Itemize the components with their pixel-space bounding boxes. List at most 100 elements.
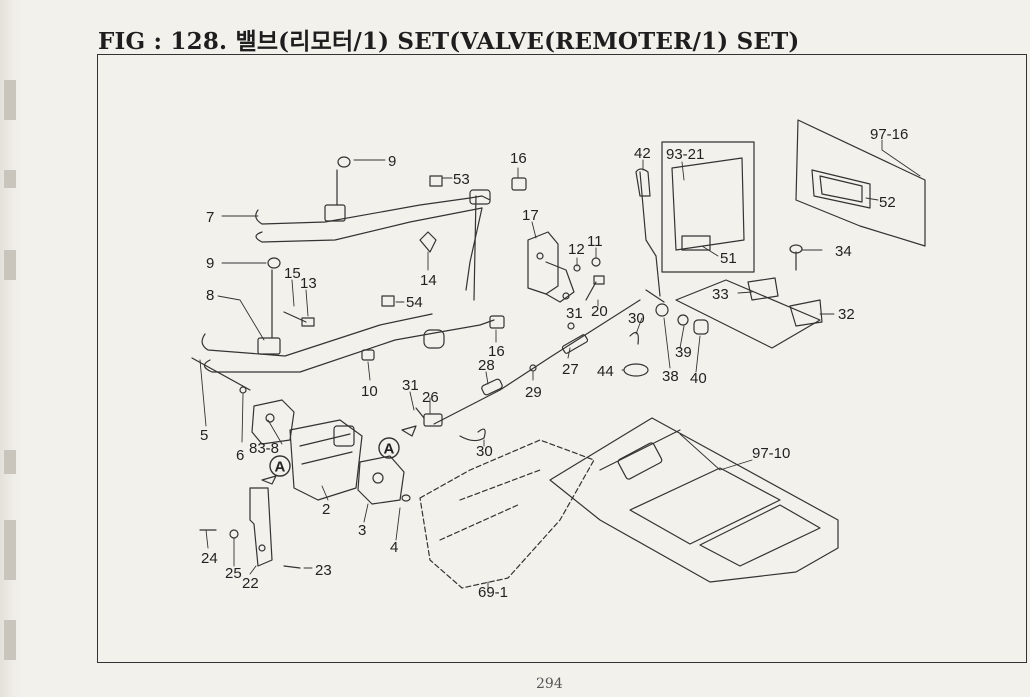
callout-51: 51 (720, 250, 737, 267)
panel-93-21 (661, 141, 755, 273)
callout-9-lower: 9 (206, 255, 214, 272)
bracket-33 (747, 277, 779, 301)
pipe-8 (201, 313, 495, 373)
callout-22: 22 (242, 575, 259, 592)
fitting-4 (401, 494, 411, 502)
callout-32: 32 (838, 306, 855, 323)
callout-31-lower: 31 (402, 377, 419, 394)
lever-22 (249, 487, 273, 567)
control-valve-2 (289, 419, 363, 501)
callout-17: 17 (522, 207, 539, 224)
callout-4: 4 (390, 539, 398, 556)
nut-11 (591, 257, 601, 267)
marker-a-right: A (378, 437, 400, 459)
pin-31-upper (567, 322, 575, 330)
callout-26: 26 (422, 389, 439, 406)
clamp-54 (381, 295, 395, 307)
clevis-26 (415, 407, 443, 427)
callout-53: 53 (453, 171, 470, 188)
callout-20: 20 (591, 303, 608, 320)
callout-52: 52 (879, 194, 896, 211)
callout-25: 25 (225, 565, 242, 582)
callout-30-upper: 30 (628, 310, 645, 327)
callout-10: 10 (361, 383, 378, 400)
page-number: 294 (536, 676, 563, 692)
callout-54: 54 (406, 294, 423, 311)
clamp-53 (429, 175, 443, 187)
callout-16-upper: 16 (510, 150, 527, 167)
reference-markers: A A (269, 437, 400, 477)
boot-44 (623, 363, 649, 377)
cable-rod-27 (433, 299, 641, 425)
floor-plate-97-10 (549, 417, 839, 583)
bolt-20 (585, 275, 605, 301)
callout-3: 3 (358, 522, 366, 539)
bracket-32 (789, 299, 823, 327)
callout-23: 23 (315, 562, 332, 579)
callout-44: 44 (597, 363, 614, 380)
callout-39: 39 (675, 344, 692, 361)
pipe-7 (255, 195, 491, 301)
callout-8: 8 (206, 287, 214, 304)
callout-29: 29 (525, 384, 542, 401)
callout-16-lower: 16 (488, 343, 505, 360)
cover-97-16 (795, 119, 926, 247)
clip-30-lower (459, 428, 486, 442)
pin-23 (283, 565, 301, 569)
page-title: FIG : 128. 밸브(리모터/1) SET(VALVE(REMOTER/1… (98, 28, 800, 55)
callout-5: 5 (200, 427, 208, 444)
bushing-38-39-40 (655, 303, 709, 335)
bolt-5 (191, 357, 251, 391)
bolt-34 (789, 244, 803, 271)
valve-block-3 (357, 455, 405, 505)
marker-a-right-label: A (384, 441, 395, 458)
callout-15: 15 (284, 265, 301, 282)
callout-27: 27 (562, 361, 579, 378)
diagram-frame (97, 54, 1027, 663)
transmission-69-1 (419, 439, 595, 589)
marker-a-left: A (269, 455, 291, 477)
callout-97-10: 97-10 (752, 445, 790, 462)
callout-83-8: 83-8 (249, 440, 279, 457)
marker-a-left-label: A (275, 459, 286, 476)
callout-6: 6 (236, 447, 244, 464)
callout-7: 7 (206, 209, 214, 226)
screw-15-13 (283, 311, 315, 327)
callout-14: 14 (420, 272, 437, 289)
arrow-fitting-a2 (401, 425, 417, 437)
fitting-10 (361, 349, 375, 361)
elbow-joint (423, 329, 445, 349)
joint-upper (469, 189, 491, 205)
connector-16-upper (511, 177, 527, 191)
pipe-fitting-9-upper (324, 156, 351, 222)
callout-38: 38 (662, 368, 679, 385)
callout-labels: 9 53 16 7 17 14 12 11 9 15 13 8 54 20 31… (200, 126, 908, 601)
clip-14 (419, 231, 437, 253)
callout-31-upper: 31 (566, 305, 583, 322)
washer-25 (229, 529, 239, 539)
callout-12: 12 (568, 241, 585, 258)
callout-11: 11 (587, 233, 603, 250)
callout-93-21: 93-21 (666, 146, 704, 163)
callout-40: 40 (690, 370, 707, 387)
lever-42 (635, 168, 665, 303)
callout-13: 13 (300, 275, 317, 292)
arrow-fitting-a1 (261, 475, 277, 485)
bracket-17 (527, 231, 575, 303)
clip-30-upper (629, 331, 639, 345)
callout-42: 42 (634, 145, 651, 162)
callout-33: 33 (712, 286, 729, 303)
pipe-fitting-9-lower (257, 257, 281, 355)
callout-9-upper: 9 (388, 153, 396, 170)
washer-6 (239, 386, 247, 394)
callout-24: 24 (201, 550, 218, 567)
callout-28: 28 (478, 357, 495, 374)
clip-29 (529, 364, 537, 372)
scan-edge (0, 0, 22, 697)
callout-2: 2 (322, 501, 330, 518)
callout-30-lower: 30 (476, 443, 493, 460)
callout-97-16: 97-16 (870, 126, 908, 143)
adjuster-28 (481, 378, 503, 396)
callout-69-1: 69-1 (478, 584, 508, 601)
